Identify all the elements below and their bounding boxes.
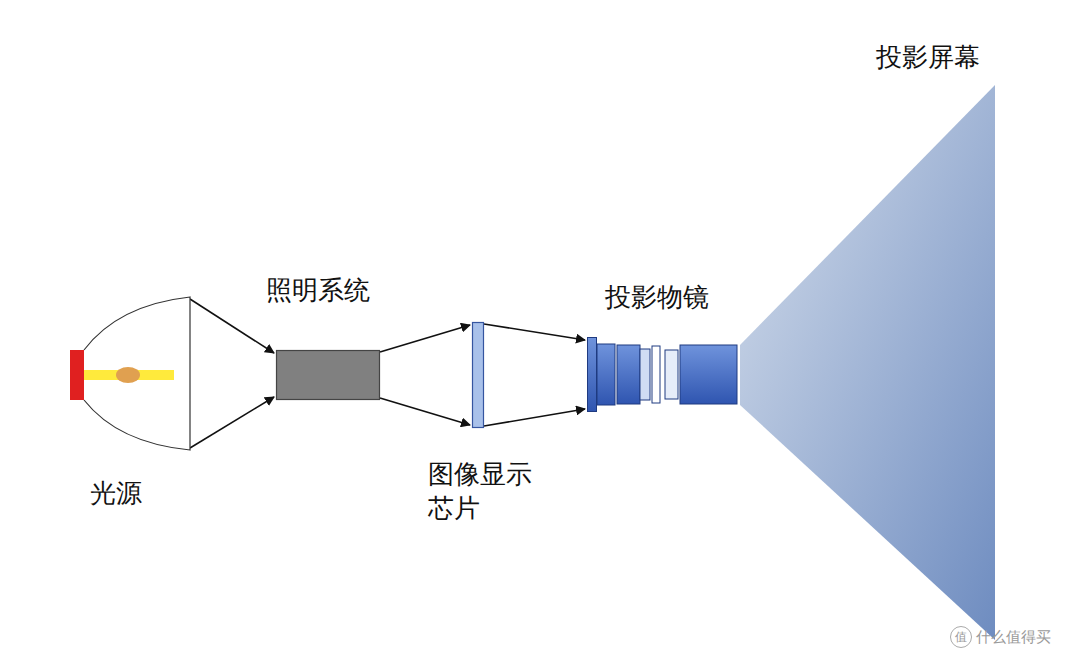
watermark-logo: 值 bbox=[950, 626, 972, 648]
projection-screen-drawing bbox=[740, 85, 995, 640]
light-source: 光源 bbox=[70, 297, 190, 450]
ray-line bbox=[484, 409, 585, 426]
projection-lens-drawing bbox=[587, 337, 738, 412]
ray-line bbox=[380, 398, 470, 425]
part-label: 投影屏幕 bbox=[876, 41, 980, 75]
illumination-box-drawing bbox=[276, 350, 380, 400]
light-ray-arrow bbox=[190, 299, 274, 448]
ray-line bbox=[190, 397, 274, 448]
display-chip-drawing bbox=[472, 322, 484, 428]
light-ray-arrow bbox=[484, 324, 585, 426]
ray-line bbox=[380, 325, 470, 352]
light-ray-arrow bbox=[380, 325, 470, 425]
ray-line bbox=[484, 324, 585, 340]
watermark-text: 什么值得买 bbox=[976, 628, 1051, 646]
part-label: 光源 bbox=[90, 477, 142, 511]
projection-screen: 投影屏幕 bbox=[740, 85, 995, 640]
part-label: 投影物镜 bbox=[605, 281, 709, 315]
illumination-box: 照明系统 bbox=[276, 350, 380, 400]
part-label: 图像显示芯片 bbox=[428, 458, 540, 526]
ray-line bbox=[190, 299, 274, 353]
part-label: 照明系统 bbox=[266, 274, 370, 308]
display-chip: 图像显示芯片 bbox=[472, 322, 484, 428]
light-source-drawing bbox=[70, 297, 190, 450]
projection-lens: 投影物镜 bbox=[587, 337, 738, 412]
watermark: 值什么值得买 bbox=[950, 626, 1055, 648]
